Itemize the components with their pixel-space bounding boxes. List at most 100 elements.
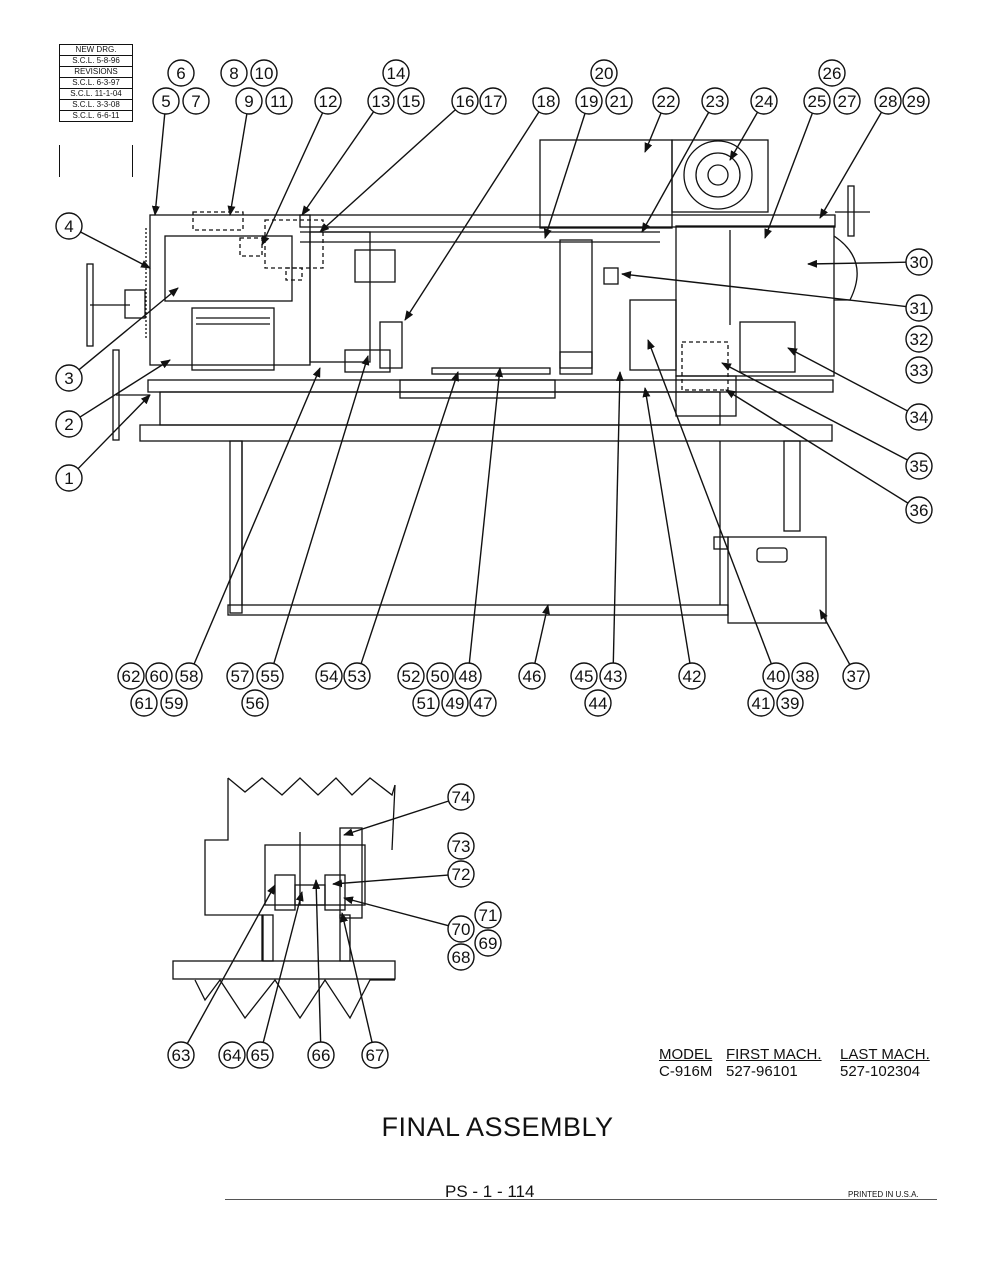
callout-bubble-34 (905, 403, 933, 431)
leader-line-34 (787, 347, 908, 412)
callout-number-56: 56 (246, 694, 265, 713)
callout-number-20: 20 (595, 64, 614, 83)
callout-number-60: 60 (150, 667, 169, 686)
callout-bubble-38 (791, 662, 819, 690)
leader-line-72 (332, 874, 449, 888)
callout-number-27: 27 (838, 92, 857, 111)
leader-line-19 (543, 113, 586, 239)
callout-number-58: 58 (180, 667, 199, 686)
callout-number-26: 26 (823, 64, 842, 83)
revision-row: S.C.L. 5-8-96 (60, 56, 132, 67)
leader-line-23 (641, 112, 710, 233)
callout-number-42: 42 (683, 667, 702, 686)
callout-bubble-53 (343, 662, 371, 690)
callout-bubble-67 (361, 1041, 389, 1069)
callout-bubble-14 (382, 59, 410, 87)
callout-number-68: 68 (452, 948, 471, 967)
callout-bubble-55 (256, 662, 284, 690)
callout-number-50: 50 (431, 667, 450, 686)
callout-number-43: 43 (604, 667, 623, 686)
callout-bubble-68 (447, 943, 475, 971)
revision-row: S.C.L. 11-1-04 (60, 89, 132, 100)
revision-row: S.C.L. 6-3-97 (60, 78, 132, 89)
callout-bubble-2 (55, 410, 83, 438)
callout-number-11: 11 (270, 92, 288, 111)
revision-row: S.C.L. 6-6-11 (60, 111, 132, 122)
callout-number-29: 29 (907, 92, 926, 111)
callout-number-52: 52 (402, 667, 421, 686)
callout-bubble-47 (469, 689, 497, 717)
callout-bubble-11 (265, 87, 293, 115)
callout-number-49: 49 (446, 694, 465, 713)
leader-line-13 (301, 111, 375, 216)
callout-bubble-66 (307, 1041, 335, 1069)
callout-bubble-4 (55, 212, 83, 240)
callout-number-21: 21 (610, 92, 629, 111)
callout-number-32: 32 (910, 330, 929, 349)
callout-bubble-19 (575, 87, 603, 115)
callout-bubble-60 (145, 662, 173, 690)
revision-row: NEW DRG. (60, 45, 132, 56)
leader-line-18 (404, 111, 540, 321)
callout-bubble-69 (474, 929, 502, 957)
leader-line-5 (151, 113, 166, 216)
callout-bubble-58 (175, 662, 203, 690)
callout-bubble-3 (55, 364, 83, 392)
callout-number-14: 14 (387, 64, 406, 83)
callout-number-65: 65 (251, 1046, 270, 1065)
callout-number-2: 2 (64, 415, 73, 434)
callout-number-46: 46 (523, 667, 542, 686)
model-table-header: MODEL FIRST MACH. LAST MACH. (659, 1046, 950, 1063)
callout-bubble-33 (905, 356, 933, 384)
callout-number-48: 48 (459, 667, 478, 686)
callout-bubble-6 (167, 59, 195, 87)
callout-number-3: 3 (64, 369, 73, 388)
leader-line-4 (80, 231, 151, 269)
callout-number-16: 16 (456, 92, 475, 111)
callout-number-34: 34 (910, 408, 929, 427)
leader-line-70 (343, 896, 449, 927)
callout-number-9: 9 (244, 92, 253, 111)
callout-bubble-49 (441, 689, 469, 717)
callout-number-23: 23 (706, 92, 725, 111)
callout-number-18: 18 (537, 92, 556, 111)
callout-number-4: 4 (64, 217, 73, 236)
callout-bubble-7 (182, 87, 210, 115)
callout-number-10: 10 (255, 64, 274, 83)
first-machine-value: 527-96101 (726, 1063, 798, 1080)
model-value: C-916M (659, 1063, 713, 1080)
callout-bubble-12 (314, 87, 342, 115)
callout-number-30: 30 (910, 253, 929, 272)
callout-bubble-46 (518, 662, 546, 690)
callout-number-64: 64 (223, 1046, 242, 1065)
leader-line-46 (534, 604, 550, 664)
callout-number-39: 39 (781, 694, 800, 713)
callout-bubble-39 (776, 689, 804, 717)
callout-bubble-41 (747, 689, 775, 717)
leader-line-66 (312, 879, 322, 1043)
callout-bubble-32 (905, 325, 933, 353)
callout-number-63: 63 (172, 1046, 191, 1065)
callout-number-35: 35 (910, 457, 929, 476)
callout-bubble-26 (818, 59, 846, 87)
last-machine-header: LAST MACH. (840, 1046, 930, 1063)
callout-number-8: 8 (229, 64, 238, 83)
callout-number-38: 38 (796, 667, 815, 686)
leader-line-25 (764, 112, 814, 239)
callout-number-19: 19 (580, 92, 599, 111)
printed-label: PRINTED IN U.S.A. (848, 1190, 919, 1199)
callout-bubble-72 (447, 860, 475, 888)
leader-line-30 (807, 259, 907, 268)
model-table: MODEL FIRST MACH. LAST MACH. C-916M 527-… (659, 1046, 950, 1080)
leader-line-53 (360, 371, 459, 664)
page-title: FINAL ASSEMBLY (381, 1112, 614, 1142)
first-machine-header: FIRST MACH. (726, 1046, 822, 1063)
leader-line-28 (819, 111, 883, 219)
callout-bubble-1 (55, 464, 83, 492)
leader-line-65 (262, 891, 304, 1043)
leader-line-3 (78, 287, 179, 371)
model-header: MODEL (659, 1046, 713, 1063)
callout-number-69: 69 (479, 934, 498, 953)
callout-number-74: 74 (452, 788, 471, 807)
